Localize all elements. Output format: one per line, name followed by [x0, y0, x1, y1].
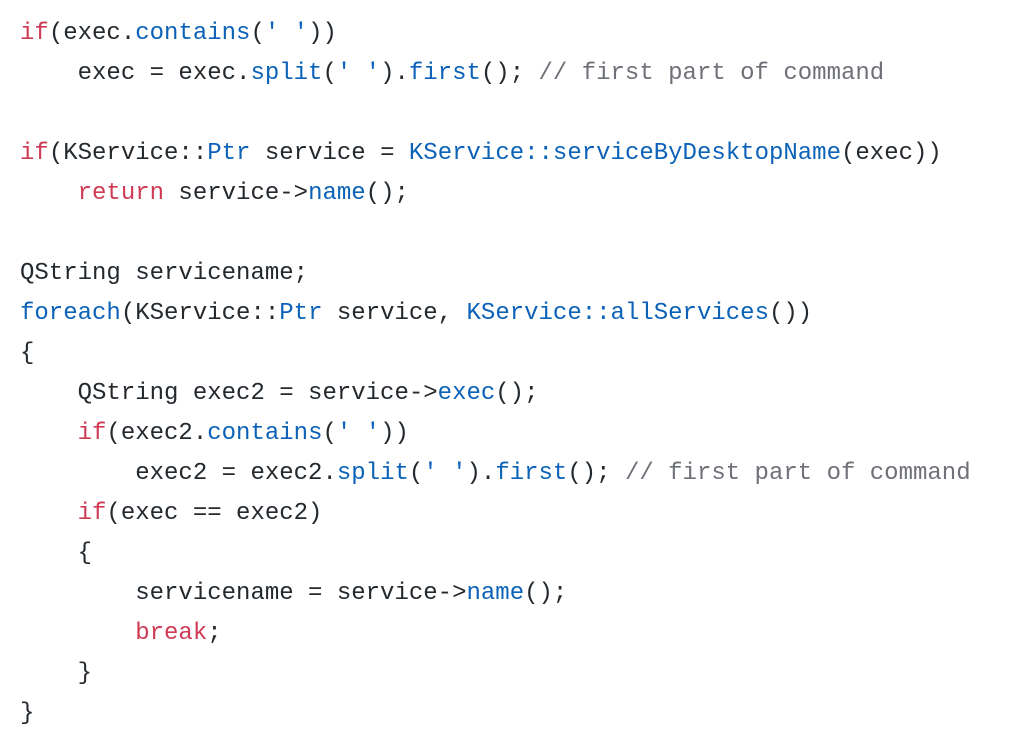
code-token-plain: [20, 420, 78, 447]
code-line: foreach(KService::Ptr service, KService:…: [20, 294, 1016, 334]
code-token-plain: exec2 = exec2.: [20, 460, 337, 487]
code-line: exec = exec.split(' ').first(); // first…: [20, 54, 1016, 94]
code-line: }: [20, 694, 1016, 734]
code-token-function: ' ': [336, 420, 381, 447]
code-token-comment: // first part of command: [538, 60, 885, 87]
code-token-plain: ();: [480, 60, 539, 87]
code-token-plain: (: [322, 420, 337, 447]
code-token-plain: service =: [250, 140, 409, 167]
code-token-plain: [20, 180, 78, 207]
code-line: QString servicename;: [20, 254, 1016, 294]
code-token-plain: ();: [524, 580, 568, 607]
code-token-function: Ptr: [207, 140, 251, 167]
code-token-plain: )): [380, 420, 409, 447]
code-token-plain: service,: [322, 300, 467, 327]
code-line: exec2 = exec2.split(' ').first(); // fir…: [20, 454, 1016, 494]
code-token-plain: ();: [567, 460, 625, 487]
code-token-plain: (: [322, 60, 337, 87]
code-token-plain: {: [20, 340, 35, 367]
code-token-plain: ();: [495, 380, 539, 407]
code-line: }: [20, 654, 1016, 694]
code-token-keyword: break: [135, 620, 208, 647]
code-token-function: ' ': [264, 20, 309, 47]
code-line: break;: [20, 614, 1016, 654]
code-token-function: Ptr: [279, 300, 323, 327]
code-token-function: contains: [135, 20, 251, 47]
code-token-plain: ;: [207, 620, 222, 647]
code-token-plain: }: [20, 660, 93, 687]
code-line: return service->name();: [20, 174, 1016, 214]
code-token-plain: (exec.: [48, 20, 136, 47]
code-line: [20, 214, 1016, 254]
code-token-function: ' ': [423, 460, 467, 487]
code-token-function: first: [408, 60, 481, 87]
code-token-keyword: return: [77, 180, 165, 207]
code-token-plain: )): [308, 20, 337, 47]
code-token-plain: (exec2.: [106, 420, 208, 447]
code-token-plain: ).: [380, 60, 409, 87]
code-line: if(exec2.contains(' ')): [20, 414, 1016, 454]
code-token-function: contains: [207, 420, 323, 447]
code-token-function: exec: [437, 380, 496, 407]
code-token-function: first: [495, 460, 568, 487]
code-token-comment: // first part of command: [624, 460, 971, 487]
code-token-function: split: [336, 460, 409, 487]
code-token-plain: (exec == exec2): [106, 500, 323, 527]
code-token-plain: }: [20, 700, 35, 727]
code-line: {: [20, 334, 1016, 374]
code-token-function: name: [466, 580, 525, 607]
code-token-plain: (exec)): [840, 140, 942, 167]
code-line: if(exec.contains(' ')): [20, 14, 1016, 54]
code-line: servicename = service->name();: [20, 574, 1016, 614]
code-line: QString exec2 = service->exec();: [20, 374, 1016, 414]
code-line: if(exec == exec2): [20, 494, 1016, 534]
code-token-plain: ();: [365, 180, 409, 207]
code-token-plain: {: [20, 540, 93, 567]
code-token-plain: QString servicename;: [20, 260, 309, 287]
code-token-function: KService::serviceByDesktopName: [408, 140, 841, 167]
code-token-keyword: if: [20, 140, 49, 167]
code-token-plain: servicename = service->: [20, 580, 467, 607]
code-token-function: ' ': [336, 60, 381, 87]
code-token-plain: (: [250, 20, 265, 47]
code-token-function: KService::allServices: [466, 300, 769, 327]
code-token-keyword: if: [77, 500, 107, 527]
code-line: if(KService::Ptr service = KService::ser…: [20, 134, 1016, 174]
code-token-plain: [20, 620, 135, 647]
code-token-function: split: [250, 60, 323, 87]
code-line: {: [20, 534, 1016, 574]
code-token-keyword: if: [20, 20, 49, 47]
code-token-plain: exec = exec.: [20, 60, 251, 87]
code-token-plain: ).: [466, 460, 496, 487]
code-token-plain: (: [408, 460, 424, 487]
code-token-plain: (KService::: [48, 140, 208, 167]
code-token-plain: [20, 500, 78, 527]
code-token-plain: (KService::: [120, 300, 280, 327]
code-token-function: name: [308, 180, 366, 207]
code-token-keyword: if: [77, 420, 107, 447]
code-token-function: foreach: [20, 300, 121, 327]
code-token-plain: QString exec2 = service->: [20, 380, 438, 407]
code-token-plain: ()): [768, 300, 813, 327]
code-token-plain: service->: [164, 180, 309, 207]
code-line: [20, 94, 1016, 134]
